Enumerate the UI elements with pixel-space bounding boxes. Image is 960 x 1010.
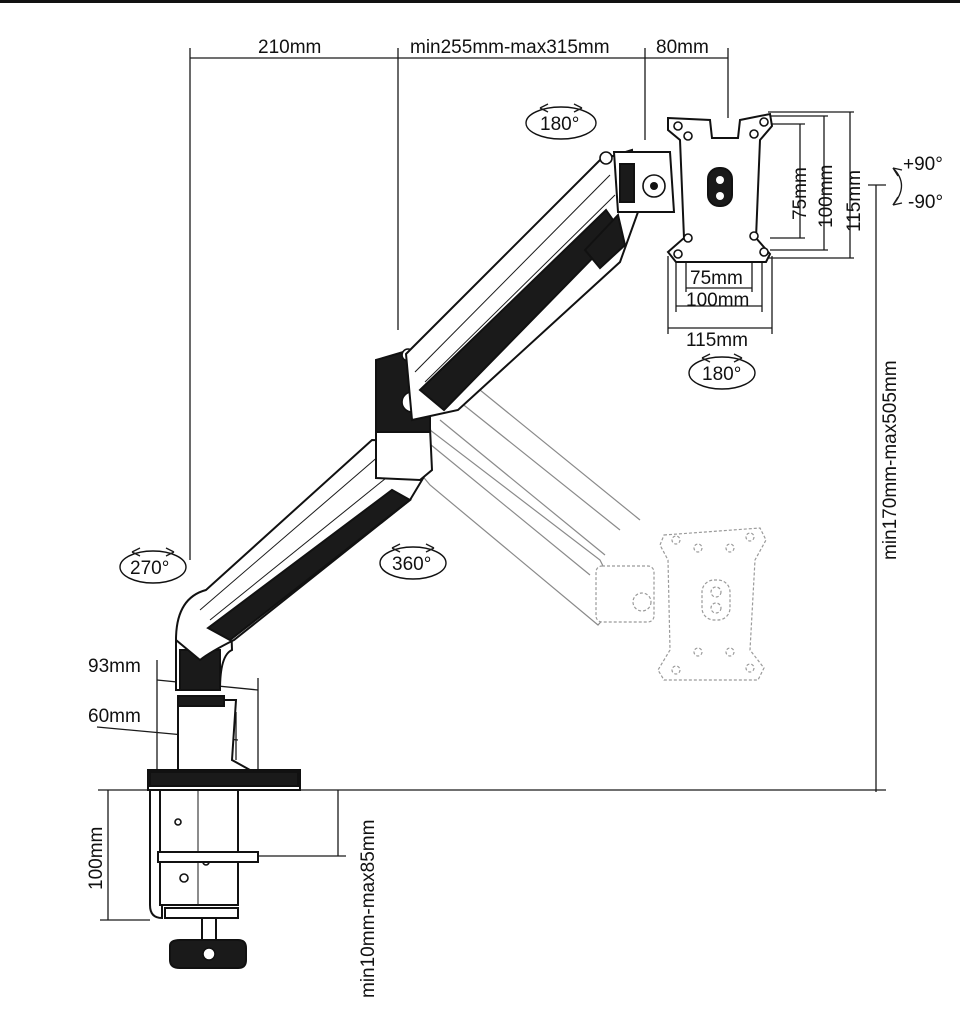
vesa-plate [666,112,774,263]
arm-lower-reach-label: 210mm [258,37,321,58]
upper-arm [404,148,640,422]
tilt-down-value: -90° [908,192,943,213]
arm-lowered-ghost [404,389,767,681]
lower-arm [174,426,434,662]
elbow-rotation-badge: 360° [379,543,447,580]
desk-clamp [149,789,259,969]
elbow-rotation-value: 360° [392,554,431,575]
vesa-outer-horizontal-label: 115mm [686,330,748,351]
dimension-labels: 210mm min255mm-max315mm 80mm 75mm 100mm … [86,37,901,998]
tilt-head [599,151,676,213]
base-rotation-badge: 270° [119,547,187,584]
vesa-mid-vertical-label: 100mm [816,165,837,228]
vesa-outer-vertical-label: 115mm [844,170,865,232]
vesa-inner-horizontal-label: 75mm [690,268,743,289]
vesa-inner-vertical-label: 75mm [790,167,811,220]
head-swivel-bottom-badge: 180° [688,353,756,390]
pole-base-width-label: 60mm [88,706,141,727]
tilt-range-badge: +90° -90° [892,154,943,213]
rotation-badges: 180° 180° 270° 360° +90° - [119,103,943,584]
clamp-height-label: 100mm [86,827,107,890]
base-rotation-value: 270° [130,558,169,579]
tilt-head-depth-label: 80mm [656,37,709,58]
pole-top-width-label: 93mm [88,656,141,677]
head-swivel-bottom-value: 180° [702,364,741,385]
arm-upper-reach-label: min255mm-max315mm [410,37,610,58]
head-swivel-top-badge: 180° [525,103,597,140]
vesa-mid-horizontal-label: 100mm [686,290,749,311]
top-border [0,0,960,3]
head-swivel-top-value: 180° [540,114,579,135]
clamp-opening-label: min10mm-max85mm [358,820,379,998]
tilt-up-value: +90° [903,154,943,175]
height-range-label: min170mm-max505mm [880,360,901,560]
